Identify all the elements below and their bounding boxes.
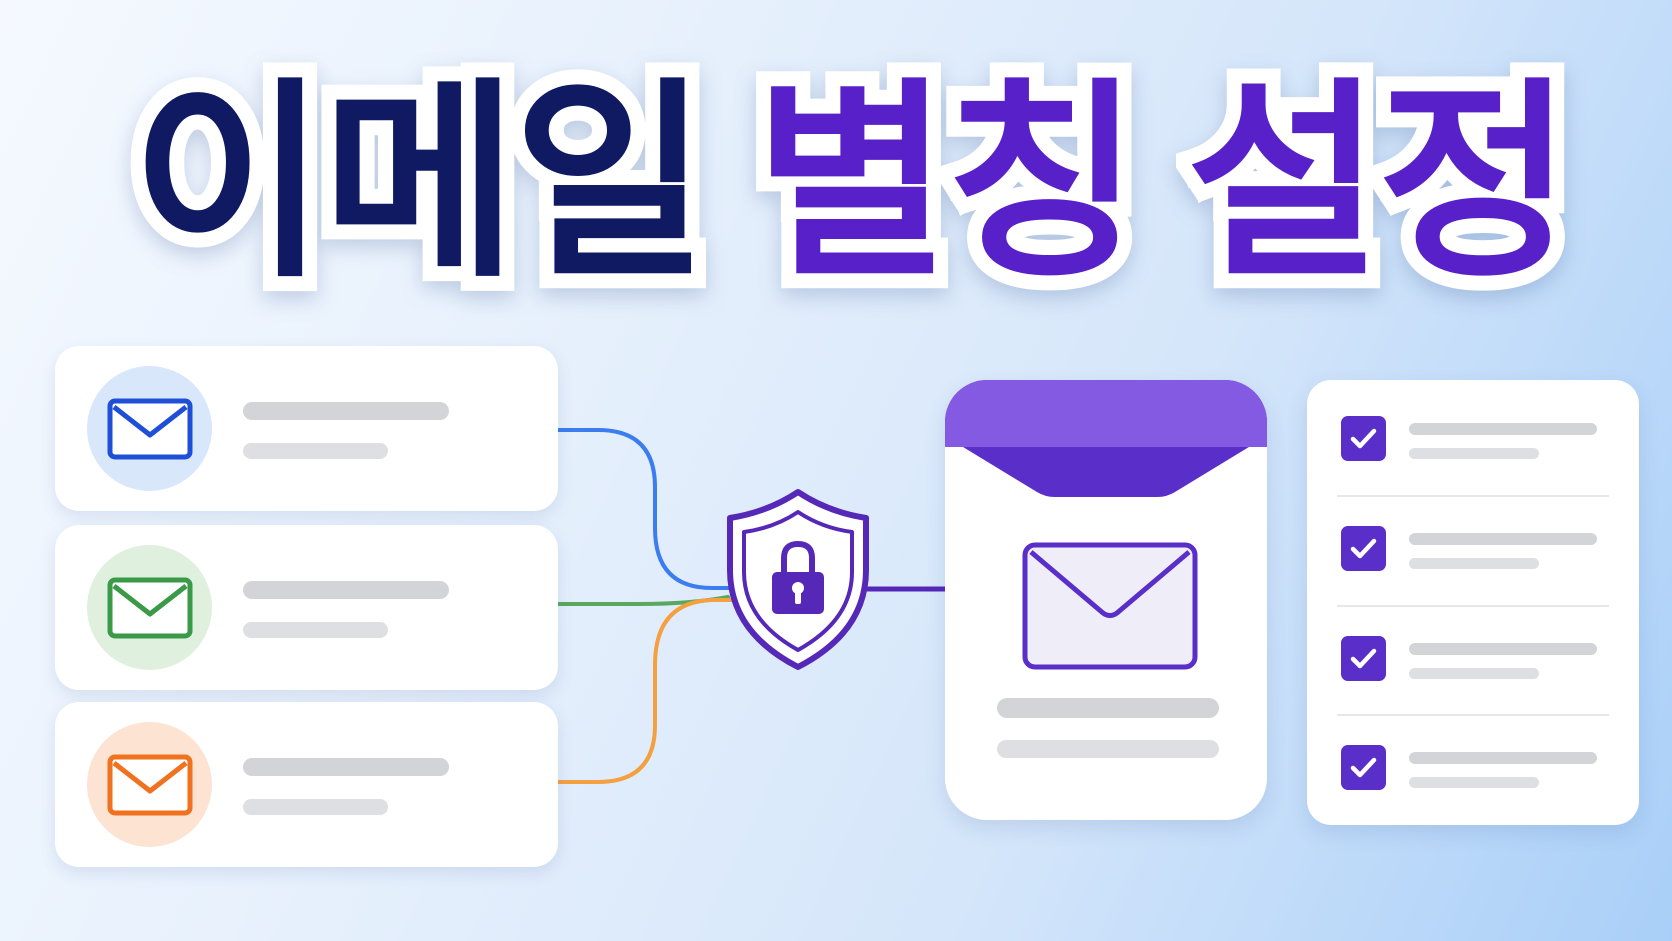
source-card-orange[interactable] bbox=[55, 702, 558, 867]
mail-icon-circle bbox=[87, 722, 212, 847]
checkbox-checked-icon[interactable] bbox=[1341, 416, 1386, 461]
mail-icon bbox=[107, 577, 192, 638]
mail-icon-circle bbox=[87, 545, 212, 670]
shield-lock-icon bbox=[727, 489, 869, 670]
checkbox-checked-icon[interactable] bbox=[1341, 636, 1386, 681]
checklist-line-primary bbox=[1409, 643, 1597, 655]
checklist-line-secondary bbox=[1409, 777, 1539, 788]
mail-icon-circle bbox=[87, 366, 212, 491]
checklist-card bbox=[1307, 380, 1639, 825]
checklist-line-primary bbox=[1409, 752, 1597, 764]
mail-icon bbox=[107, 398, 192, 459]
source-line-primary bbox=[243, 581, 449, 599]
source-card-blue[interactable] bbox=[55, 346, 558, 511]
checkbox-checked-icon[interactable] bbox=[1341, 526, 1386, 571]
title-part-email: 이메일 bbox=[116, 59, 723, 306]
source-card-green[interactable] bbox=[55, 525, 558, 690]
checklist-line-primary bbox=[1409, 533, 1597, 545]
open-envelope-icon bbox=[945, 380, 1267, 670]
checklist-item[interactable] bbox=[1307, 490, 1639, 599]
source-line-primary bbox=[243, 402, 449, 420]
checklist-line-primary bbox=[1409, 423, 1597, 435]
divider bbox=[1337, 714, 1609, 716]
checklist-item[interactable] bbox=[1307, 380, 1639, 489]
checklist-line-secondary bbox=[1409, 448, 1539, 459]
checklist-line-secondary bbox=[1409, 668, 1539, 679]
divider bbox=[1337, 495, 1609, 497]
checklist-item[interactable] bbox=[1307, 600, 1639, 709]
title-part-settings: 설정 bbox=[1172, 59, 1588, 306]
checkbox-checked-icon[interactable] bbox=[1341, 745, 1386, 790]
source-line-secondary bbox=[243, 799, 388, 815]
divider bbox=[1337, 605, 1609, 607]
alias-inbox-card[interactable] bbox=[945, 380, 1267, 820]
checklist-item[interactable] bbox=[1307, 709, 1639, 818]
checklist-line-secondary bbox=[1409, 558, 1539, 569]
inbox-line-secondary bbox=[997, 740, 1219, 758]
source-line-secondary bbox=[243, 622, 388, 638]
source-line-primary bbox=[243, 758, 449, 776]
blue-connector bbox=[550, 428, 737, 590]
title-part-alias: 별칭 bbox=[739, 59, 1155, 306]
inbox-line-primary bbox=[997, 698, 1219, 718]
orange-connector bbox=[550, 598, 737, 784]
mail-icon bbox=[107, 754, 192, 815]
page-title: 이메일 별칭 설정 bbox=[80, 58, 1620, 308]
source-line-secondary bbox=[243, 443, 388, 459]
